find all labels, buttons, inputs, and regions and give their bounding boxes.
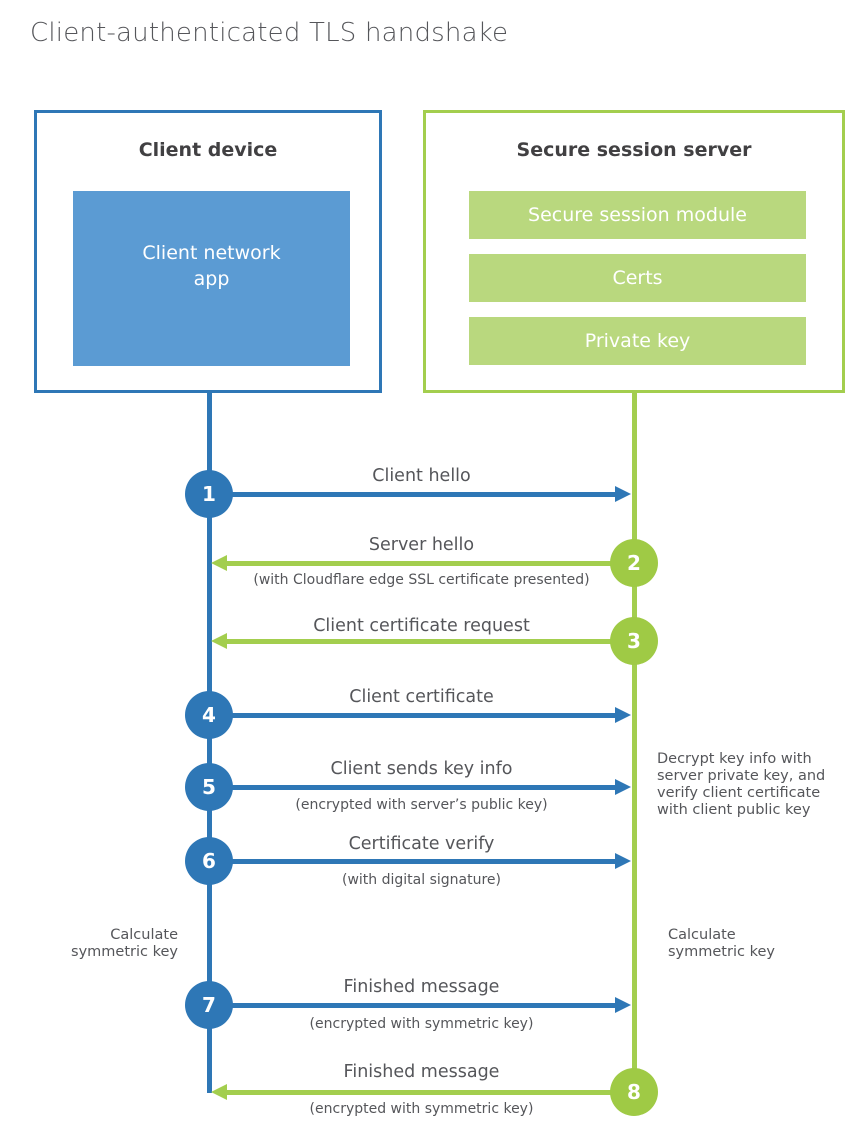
client-calculate-note: Calculate symmetric key	[71, 927, 178, 961]
step-5-circle: 5	[185, 763, 233, 811]
client-network-app-label: Client network app	[142, 241, 281, 290]
arrow-line	[230, 492, 617, 497]
server-module-secure-session: Secure session module	[469, 191, 806, 239]
client-device-box: Client device Client network app	[34, 110, 382, 393]
arrow-head-right-icon	[615, 486, 631, 502]
step-8-label: Finished message	[343, 1062, 500, 1082]
server-decrypt-note: Decrypt key info with server private key…	[657, 751, 826, 819]
step-2-label: Server hello	[368, 535, 475, 555]
arrow-line	[230, 713, 617, 718]
step-3-label: Client certificate request	[313, 616, 530, 636]
step-6-sublabel: (with digital signature)	[342, 872, 501, 888]
server-module-private-key: Private key	[469, 317, 806, 365]
step-8-circle: 8	[610, 1068, 658, 1116]
step-5-arrow	[230, 779, 631, 795]
step-1-label: Client hello	[372, 466, 471, 486]
arrow-head-left-icon	[211, 555, 227, 571]
server-module-certs: Certs	[469, 254, 806, 302]
arrow-head-right-icon	[615, 853, 631, 869]
step-7-circle: 7	[185, 981, 233, 1029]
step-2-arrow	[211, 555, 611, 571]
arrow-head-left-icon	[211, 1084, 227, 1100]
arrow-line	[225, 1090, 611, 1095]
step-3-arrow	[211, 633, 611, 649]
step-5-sublabel: (encrypted with server’s public key)	[295, 797, 548, 813]
step-7-arrow	[230, 997, 631, 1013]
step-1-arrow	[230, 486, 631, 502]
step-4-circle: 4	[185, 691, 233, 739]
client-lifeline	[207, 391, 212, 1093]
step-4-label: Client certificate	[349, 687, 494, 707]
server-lifeline	[632, 391, 637, 1092]
step-6-circle: 6	[185, 837, 233, 885]
step-2-circle: 2	[610, 539, 658, 587]
step-5-label: Client sends key info	[330, 759, 513, 779]
page-title: Client-authenticated TLS handshake	[30, 18, 509, 48]
arrow-line	[230, 859, 617, 864]
arrow-head-left-icon	[211, 633, 227, 649]
step-8-sublabel: (encrypted with symmetric key)	[309, 1101, 534, 1117]
secure-session-server-box: Secure session server Secure session mod…	[423, 110, 845, 393]
client-device-heading: Client device	[138, 139, 278, 161]
step-6-label: Certificate verify	[348, 834, 495, 854]
step-8-arrow	[211, 1084, 611, 1100]
step-1-circle: 1	[185, 470, 233, 518]
arrow-line	[230, 1003, 617, 1008]
client-network-app-box: Client network app	[73, 191, 350, 366]
step-7-sublabel: (encrypted with symmetric key)	[309, 1016, 534, 1032]
arrow-head-right-icon	[615, 997, 631, 1013]
arrow-head-right-icon	[615, 707, 631, 723]
step-3-circle: 3	[610, 617, 658, 665]
step-4-arrow	[230, 707, 631, 723]
step-6-arrow	[230, 853, 631, 869]
arrow-line	[230, 785, 617, 790]
step-2-sublabel: (with Cloudflare edge SSL certificate pr…	[253, 572, 590, 588]
arrow-head-right-icon	[615, 779, 631, 795]
server-calculate-note: Calculate symmetric key	[668, 927, 775, 961]
secure-session-server-heading: Secure session server	[516, 139, 752, 161]
arrow-line	[225, 561, 611, 566]
arrow-line	[225, 639, 611, 644]
step-7-label: Finished message	[343, 977, 500, 997]
